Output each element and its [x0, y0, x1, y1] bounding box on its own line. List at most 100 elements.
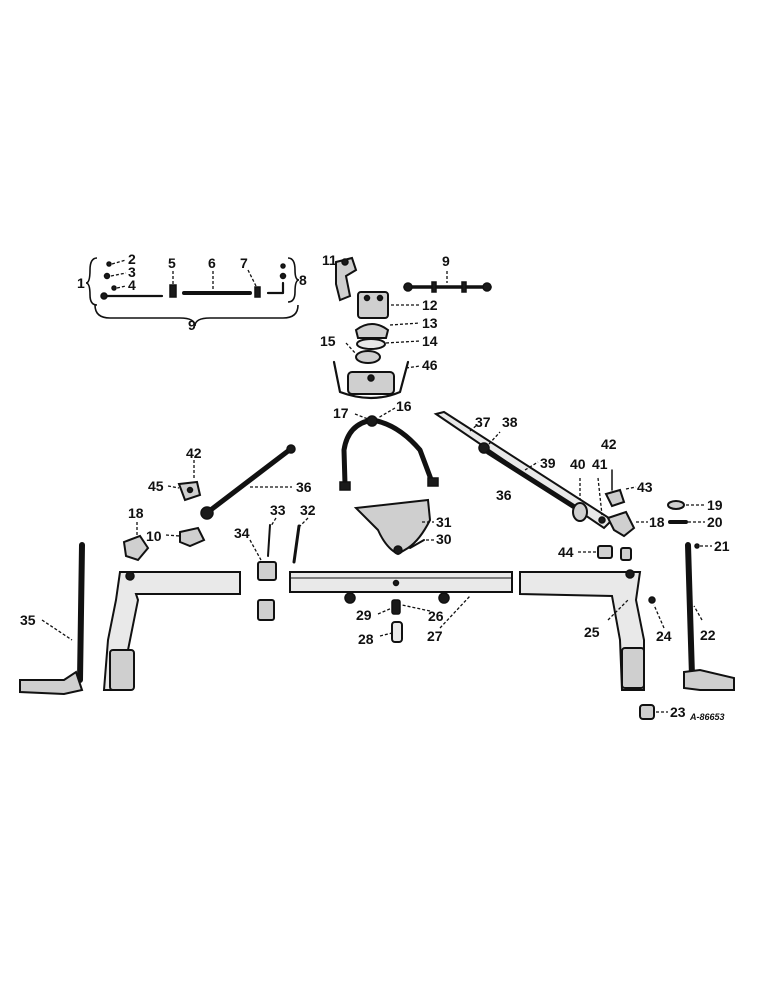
part-8-tie-rod-end	[266, 281, 285, 295]
callout-43: 43	[637, 479, 653, 495]
callout-20: 20	[707, 514, 723, 530]
left-small-parts	[122, 517, 309, 621]
leader-45	[167, 485, 180, 489]
callout-12: 12	[422, 297, 438, 313]
right-axle-extension	[519, 542, 735, 720]
tie-rod-end-ball	[100, 292, 108, 300]
part-12-bolt-right	[376, 294, 384, 302]
part-34-bushing-lower	[257, 599, 275, 621]
tie-rod-assembly	[85, 257, 300, 327]
callout-25: 25	[584, 624, 600, 640]
part-30-bolt	[409, 539, 425, 549]
part-27-boss-right	[438, 592, 450, 604]
part-19-seal	[667, 500, 685, 510]
part-7-clamp	[254, 286, 261, 298]
part-39-rod	[485, 449, 579, 511]
part-38-ball	[478, 442, 490, 454]
part-36-right-end	[286, 444, 296, 454]
callout-2: 2	[128, 251, 136, 267]
leader-29	[377, 607, 393, 615]
leader-32	[299, 517, 309, 527]
leader-26	[401, 604, 431, 612]
part-15-bushing	[355, 350, 381, 364]
callout-5: 5	[168, 255, 176, 271]
callout-46: 46	[422, 357, 438, 373]
leader-16	[377, 407, 396, 419]
leader-43	[625, 486, 637, 490]
reference-number: A-86653	[689, 712, 725, 722]
leader-14	[385, 340, 421, 344]
brace-1	[85, 257, 98, 306]
leader-13	[389, 322, 421, 326]
callout-40: 40	[570, 456, 586, 472]
part-26-pin	[391, 599, 401, 615]
part-11-steering-arm	[335, 256, 358, 302]
radius-yoke	[339, 407, 439, 491]
part-18-right-bracket	[606, 510, 636, 538]
callout-34: 34	[234, 525, 250, 541]
left-axle-extension	[19, 542, 241, 696]
part-32-spring-pin	[292, 524, 301, 564]
part-46-support	[332, 360, 410, 400]
tie-rod-clamp-right	[461, 281, 467, 293]
part-35-spindle-foot	[19, 670, 84, 696]
callout-31: 31	[436, 514, 452, 530]
leader-15	[345, 342, 357, 355]
tie-rod-end-left	[403, 282, 413, 292]
leader-3	[110, 272, 127, 277]
part-27-axle-beam	[289, 571, 513, 593]
part-4-cotter-pin	[111, 285, 117, 291]
yoke-center-ball	[366, 415, 378, 427]
yoke-right-leg	[369, 417, 435, 485]
callout-10: 10	[146, 528, 162, 544]
callout-19: 19	[707, 497, 723, 513]
callout-6: 6	[208, 255, 216, 271]
part-34-bushing	[257, 561, 277, 581]
part-23-cap	[639, 704, 655, 720]
callout-22: 22	[700, 627, 716, 643]
part-31-pivot	[393, 545, 403, 555]
tie-rod-clamp-left	[431, 281, 437, 293]
tie-rod-end-right	[482, 282, 492, 292]
part-25-axle-arm	[519, 571, 645, 691]
callout-42-left: 42	[186, 445, 202, 461]
callout-37: 37	[475, 414, 491, 430]
part-22-spindle-foot	[683, 668, 735, 691]
callout-23: 23	[670, 704, 686, 720]
part-21-fitting	[694, 543, 700, 549]
leader-37	[469, 424, 478, 432]
callout-28: 28	[358, 631, 374, 647]
right-small-parts	[578, 469, 648, 561]
leader-41	[597, 477, 603, 516]
left-drag-link	[167, 444, 296, 520]
callout-30: 30	[436, 531, 452, 547]
callout-38: 38	[502, 414, 518, 430]
part-41-pin	[598, 516, 606, 524]
part-40-bushing	[572, 502, 588, 522]
part-31-bracket	[353, 498, 432, 556]
part-46-plate	[347, 371, 395, 395]
leader-22	[693, 605, 703, 621]
callout-27: 27	[427, 628, 443, 644]
leader-46	[405, 365, 421, 369]
callout-32: 32	[300, 502, 316, 518]
callout-39: 39	[540, 455, 556, 471]
part-46-bolt	[367, 374, 375, 382]
part-3-nut	[103, 272, 111, 280]
leader-17	[354, 413, 369, 420]
callout-17: 17	[333, 405, 349, 421]
part-28-bushing	[391, 621, 403, 643]
callout-16: 16	[396, 398, 412, 414]
part-2-grease-fitting	[106, 261, 112, 267]
yoke-left-leg	[341, 417, 375, 487]
part-18-left-bracket	[122, 534, 150, 562]
part-5-clamp	[169, 284, 177, 298]
part-25-hub	[621, 647, 645, 689]
leader-38	[488, 431, 501, 445]
part-24-fitting	[648, 596, 656, 604]
callout-15: 15	[320, 333, 336, 349]
right-radius-rod	[433, 410, 614, 530]
leader-2	[111, 259, 127, 265]
part-8-fitting	[280, 263, 286, 269]
